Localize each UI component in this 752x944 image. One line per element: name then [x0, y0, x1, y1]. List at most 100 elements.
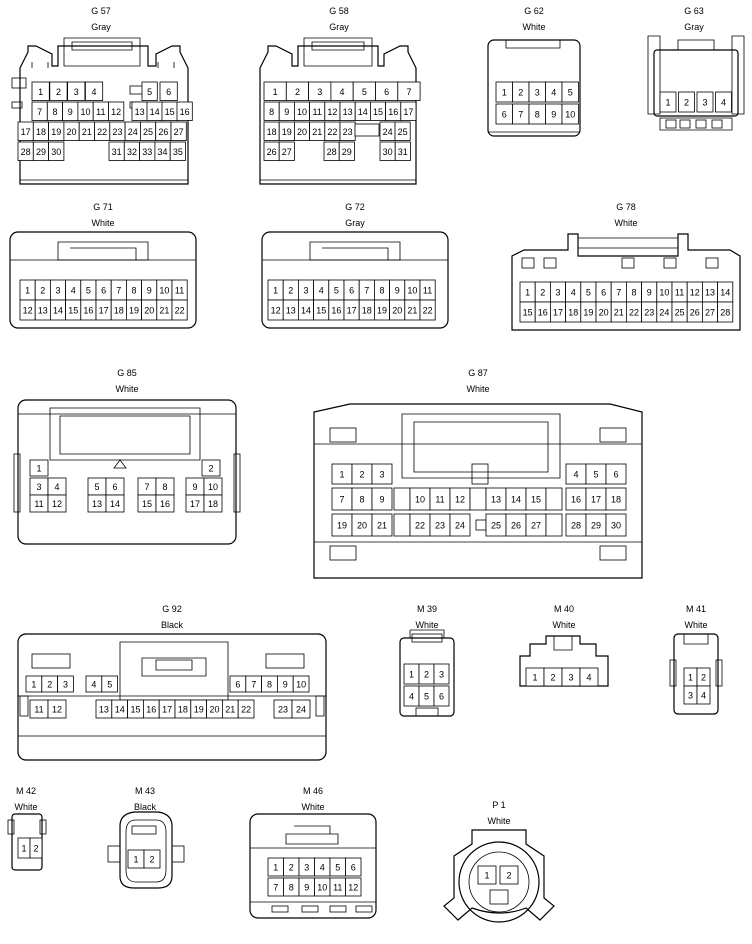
- pin-number: 22: [415, 521, 425, 531]
- connector-color: Gray: [684, 22, 704, 32]
- connector-name: M 41: [685, 604, 706, 614]
- pin-number: 4: [54, 482, 59, 492]
- pin-number: 7: [616, 288, 621, 298]
- pin-number: 22: [97, 127, 107, 137]
- pin-number: 23: [112, 127, 122, 137]
- pin-number: 27: [705, 308, 715, 318]
- pin-number: 2: [40, 286, 45, 296]
- pin-number: 19: [194, 705, 204, 715]
- pin-number: 2: [208, 464, 213, 474]
- pin-number: 5: [94, 482, 99, 492]
- pin-number: 3: [55, 286, 60, 296]
- pin-number: 24: [296, 705, 306, 715]
- pin-number: 27: [174, 127, 184, 137]
- pin-number: 9: [379, 495, 384, 505]
- connector-name: G 85: [117, 368, 137, 378]
- connector-color: White: [415, 620, 439, 630]
- pin-number: 30: [51, 147, 61, 157]
- connector-color: White: [115, 384, 139, 394]
- pin-number: 16: [538, 308, 548, 318]
- pin-number: 11: [333, 883, 342, 893]
- pin-number: 9: [304, 883, 309, 893]
- pin-number: 15: [316, 306, 326, 316]
- connector-name: G 92: [162, 604, 182, 614]
- connector-color: Gray: [91, 22, 111, 32]
- pin-number: 6: [502, 110, 507, 120]
- pin-number: 17: [347, 306, 357, 316]
- pin-number: 17: [403, 107, 413, 117]
- pin-number: 3: [702, 98, 707, 108]
- pin-number: 16: [146, 705, 156, 715]
- pin-number: 20: [209, 705, 219, 715]
- pin-number: 25: [675, 308, 685, 318]
- pin-number: 7: [364, 286, 369, 296]
- pin-number: 21: [82, 127, 92, 137]
- pin-number: 22: [629, 308, 639, 318]
- pin-number: 8: [267, 680, 272, 690]
- pin-number: 13: [705, 288, 715, 298]
- pin-number: 6: [351, 863, 356, 873]
- pin-number: 17: [162, 705, 172, 715]
- pin-number: 9: [68, 107, 73, 117]
- pin-number: 12: [52, 705, 62, 715]
- pin-number: 4: [320, 863, 325, 873]
- pin-number: 7: [339, 495, 344, 505]
- pin-number: 10: [208, 482, 218, 492]
- pin-number: 2: [506, 871, 511, 881]
- pin-number: 12: [690, 288, 700, 298]
- pin-number: 14: [150, 107, 160, 117]
- pin-number: 24: [383, 127, 393, 137]
- pin-number: 21: [614, 308, 624, 318]
- pin-number: 21: [407, 306, 417, 316]
- pin-number: 8: [359, 495, 364, 505]
- pin-number: 4: [573, 470, 578, 480]
- pin-number: 2: [684, 98, 689, 108]
- pin-number: 26: [158, 127, 168, 137]
- pin-number: 7: [518, 110, 523, 120]
- pin-number: 20: [599, 308, 609, 318]
- pin-number: 4: [92, 87, 97, 97]
- pin-number: 6: [601, 288, 606, 298]
- connector-name: M 40: [553, 604, 574, 614]
- pin-number: 21: [312, 127, 322, 137]
- pin-number: 2: [359, 470, 364, 480]
- pin-number: 14: [110, 499, 120, 509]
- pin-number: 5: [586, 288, 591, 298]
- pin-number: 14: [301, 306, 311, 316]
- connector-color: Gray: [345, 218, 365, 228]
- connector-color: White: [552, 620, 576, 630]
- pin-number: 21: [159, 306, 169, 316]
- pin-number: 1: [665, 98, 670, 108]
- pin-number: 11: [175, 286, 184, 296]
- pin-number: 17: [190, 499, 200, 509]
- pin-number: 3: [303, 286, 308, 296]
- pin-number: 3: [379, 470, 384, 480]
- pin-number: 32: [127, 147, 137, 157]
- pin-number: 18: [611, 495, 621, 505]
- pin-number: 14: [720, 288, 730, 298]
- pin-number: 27: [282, 147, 292, 157]
- pin-number: 18: [36, 127, 46, 137]
- connector-name: G 57: [91, 6, 111, 16]
- pin-number: 16: [331, 306, 341, 316]
- pin-number: 11: [34, 705, 43, 715]
- pin-number: 5: [335, 863, 340, 873]
- pin-number: 4: [91, 680, 96, 690]
- pin-number: 15: [130, 705, 140, 715]
- pin-number: 28: [21, 147, 31, 157]
- pin-number: 26: [267, 147, 277, 157]
- pin-number: 29: [36, 147, 46, 157]
- connector-name: G 87: [468, 368, 488, 378]
- pin-number: 19: [51, 127, 61, 137]
- pin-number: 1: [484, 871, 489, 881]
- pin-number: 33: [142, 147, 152, 157]
- pin-number: 28: [571, 521, 581, 531]
- pin-number: 20: [297, 127, 307, 137]
